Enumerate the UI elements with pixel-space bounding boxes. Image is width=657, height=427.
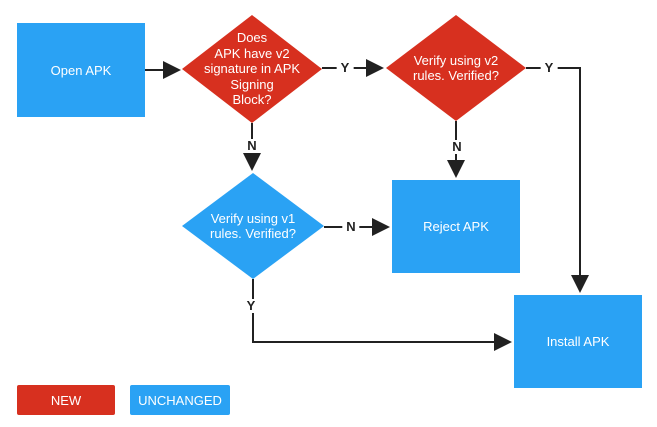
open-apk-node (17, 23, 145, 117)
legend-unchanged-swatch (130, 385, 230, 415)
install-apk-node (514, 295, 642, 388)
reject-apk-node (392, 180, 520, 273)
verify-v1-decision (182, 173, 324, 279)
edge-verify-v1-yes (252, 279, 512, 351)
legend-new-swatch (17, 385, 115, 415)
has-v2-signature-decision (182, 15, 322, 123)
edge-verify-v2-yes (526, 67, 589, 293)
verify-v2-decision (386, 15, 526, 121)
